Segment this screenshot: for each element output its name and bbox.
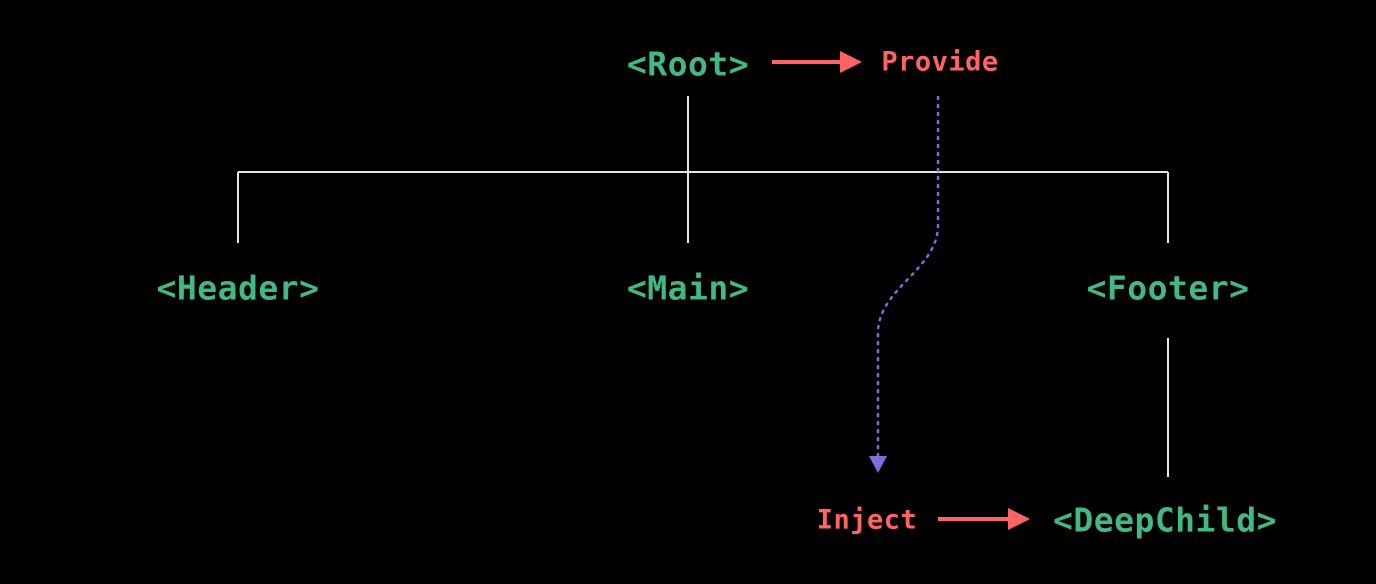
dotted-provide-inject-path: [876, 95, 940, 458]
node-root: <Root>: [626, 44, 750, 84]
arrow-inject-deepchild-head: [1008, 508, 1030, 530]
node-main: <Main>: [626, 268, 750, 308]
node-footer: <Footer>: [1086, 268, 1250, 308]
dotted-provide-inject-head: [869, 456, 887, 473]
arrow-root-provide-head: [840, 51, 862, 73]
node-header: <Header>: [156, 268, 320, 308]
annotation-provide: Provide: [881, 46, 999, 78]
node-deepchild: <DeepChild>: [1052, 500, 1278, 540]
annotation-inject: Inject: [816, 504, 918, 536]
